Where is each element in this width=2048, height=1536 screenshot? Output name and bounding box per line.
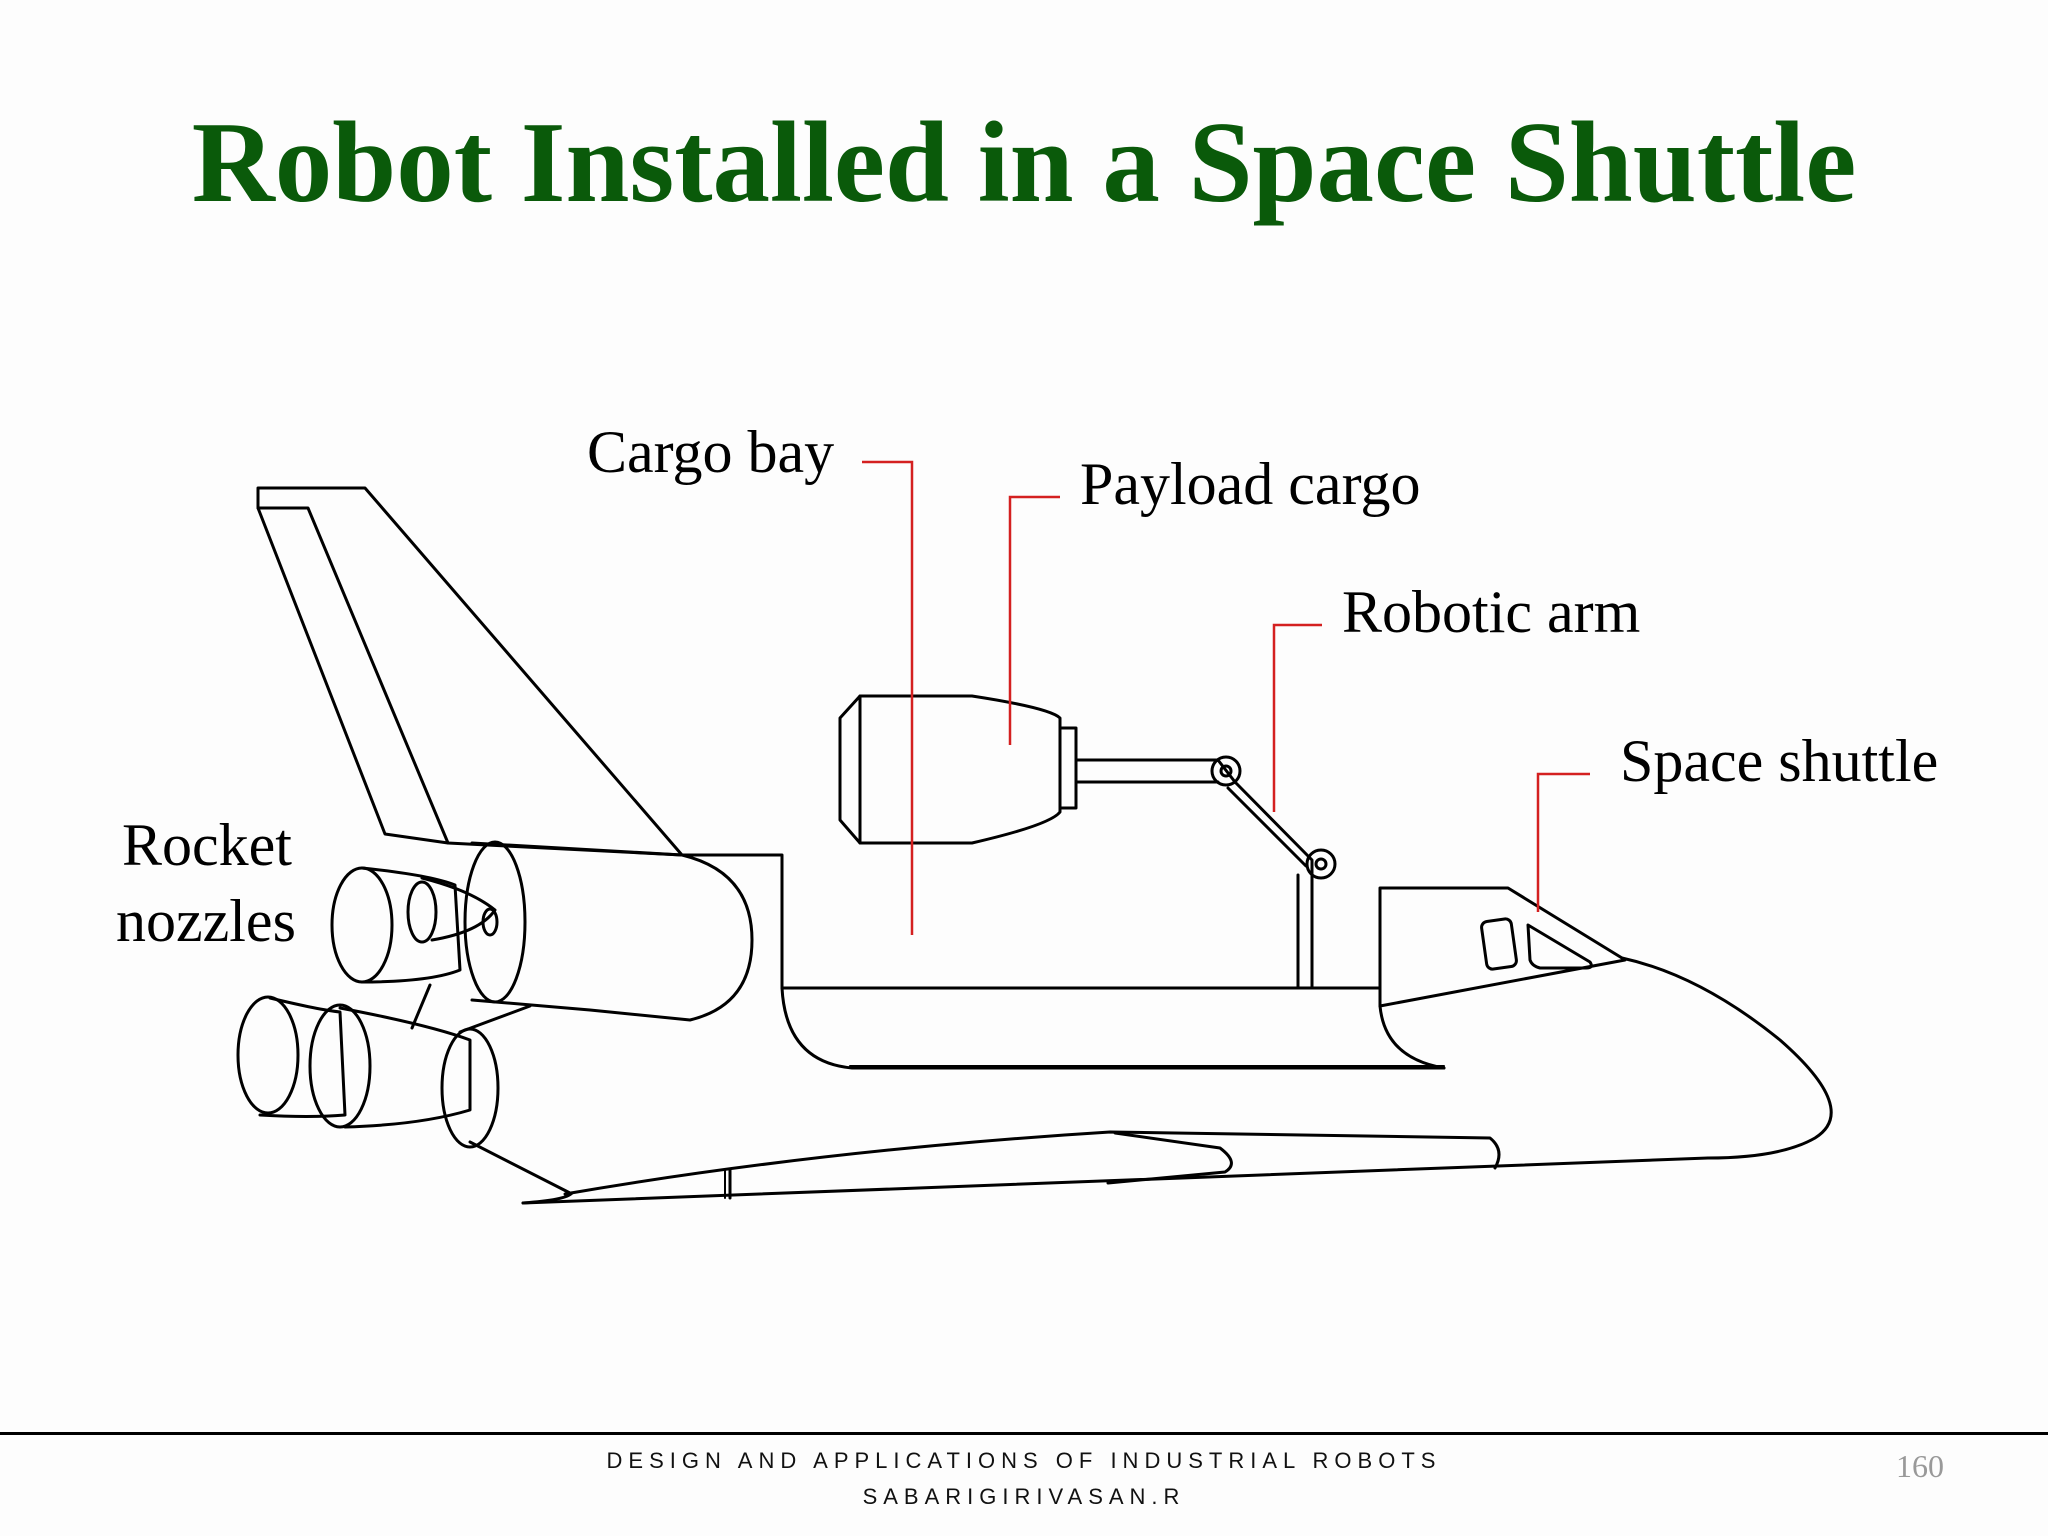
label-space-shuttle: Space shuttle bbox=[1620, 728, 1939, 794]
space-shuttle-leader bbox=[1536, 772, 1590, 912]
label-cargo-bay: Cargo bay bbox=[587, 419, 835, 485]
cockpit-window-right bbox=[1526, 923, 1593, 970]
hull-bottom bbox=[521, 1156, 1710, 1205]
nozzle-upper bbox=[360, 866, 462, 984]
slide-title: Robot Installed in a Space Shuttle bbox=[191, 99, 1857, 226]
payload-cargo-leader bbox=[1008, 495, 1060, 745]
cargo-bay-leader bbox=[862, 460, 914, 935]
wing-fairing bbox=[1106, 1131, 1233, 1185]
arm-joint-lower bbox=[1305, 848, 1337, 880]
engine-housing-rim bbox=[463, 840, 527, 1004]
footer-author: SABARIGIRIVASAN.R bbox=[862, 1484, 1186, 1509]
nozzle-lower-right bbox=[338, 1006, 472, 1129]
shuttle-nose bbox=[1620, 956, 1833, 1160]
arm-joint-upper bbox=[1210, 755, 1242, 787]
tail-fin-inner bbox=[256, 506, 450, 845]
cockpit-window-left bbox=[1480, 917, 1518, 971]
footer-rule bbox=[0, 1432, 2048, 1435]
footer-course-title: DESIGN AND APPLICATIONS OF INDUSTRIAL RO… bbox=[606, 1448, 1442, 1473]
label-rocket-nozzles-line2: nozzles bbox=[116, 888, 296, 954]
robotic-arm bbox=[1074, 758, 1314, 990]
cargo-bay-door bbox=[780, 986, 1446, 1070]
robotic-arm-leader bbox=[1272, 623, 1322, 812]
page-number: 160 bbox=[1896, 1448, 1944, 1484]
label-rocket-nozzles-line1: Rocket bbox=[122, 812, 292, 878]
engine-housing bbox=[470, 841, 754, 1022]
payload-cargo bbox=[838, 694, 1062, 845]
cockpit-block bbox=[1378, 886, 1624, 1008]
label-payload-cargo: Payload cargo bbox=[1080, 451, 1421, 517]
nozzle-lower-left bbox=[258, 996, 347, 1118]
label-robotic-arm: Robotic arm bbox=[1342, 579, 1641, 645]
leader-lines bbox=[862, 460, 1590, 935]
